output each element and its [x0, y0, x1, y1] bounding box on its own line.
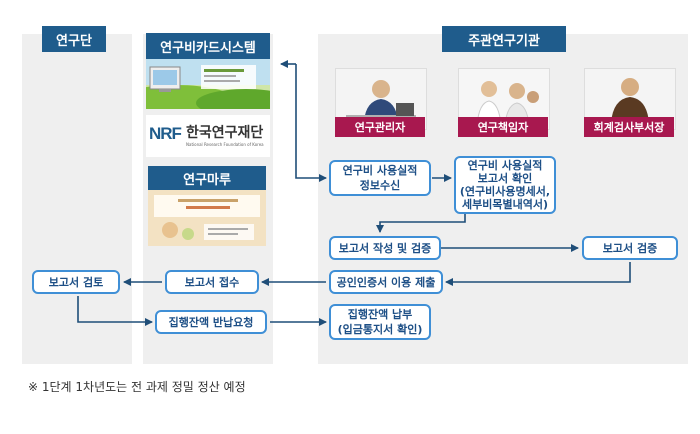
- role-label-researcher: 연구책임자: [458, 117, 548, 137]
- role-photo-manager: [335, 68, 427, 130]
- arrow-review-to-return-request: [77, 296, 153, 326]
- footnote: ※ 1단계 1차년도는 전 과제 정밀 정산 예정: [28, 380, 246, 394]
- box-report-receive: 보고서 접수: [165, 270, 259, 294]
- role-label-audit-head: 회계검사부서장: [584, 117, 674, 137]
- box-balance-payment: 집행잔액 납부 (입금통지서 확인): [329, 304, 431, 340]
- nrf-logo-mark: NRF: [149, 124, 182, 143]
- nrf-english-name: National Research Foundation of Korea: [186, 142, 264, 147]
- nrf-name: 한국연구재단: [186, 125, 264, 141]
- box-report-write-verify: 보고서 작성 및 검증: [329, 236, 441, 260]
- research-maru-header: 연구마루: [148, 166, 266, 190]
- card-system-illustration: [146, 59, 270, 109]
- info-receive-line-1: 연구비 사용실적: [342, 164, 418, 177]
- box-balance-return-request: 집행잔액 반납요청: [155, 310, 267, 334]
- arrow-confirm-to-write: [376, 213, 466, 233]
- research-group-panel: [22, 34, 132, 364]
- payment-line-2: (입금통지서 확인): [337, 323, 423, 336]
- arrow-card-system-to-info-receive: [295, 64, 327, 182]
- role-label-manager: 연구관리자: [335, 117, 425, 137]
- header-host-institution: 주관연구기관: [442, 26, 566, 52]
- report-check-line-2: 보고서 확인: [477, 172, 533, 185]
- report-check-line-3: (연구비사용명세서,: [459, 185, 551, 198]
- research-maru-screenshot: [148, 190, 266, 246]
- info-receive-line-2: 정보수신: [359, 179, 401, 192]
- report-check-line-4: 세부비목별내역서): [461, 198, 548, 211]
- header-card-system: 연구비카드시스템: [146, 33, 270, 59]
- box-report-review: 보고서 검토: [32, 270, 120, 294]
- arrow-verify-to-submit: [445, 262, 631, 286]
- box-cert-submit: 공인인증서 이용 제출: [329, 270, 443, 294]
- payment-line-1: 집행잔액 납부: [347, 308, 413, 321]
- header-research-group: 연구단: [42, 26, 106, 52]
- nrf-logo: NRF 한국연구재단 National Research Foundation …: [146, 115, 270, 157]
- research-maru-illustration: [148, 190, 266, 246]
- report-check-line-1: 연구비 사용실적: [467, 159, 543, 172]
- card-system-photo: [146, 59, 270, 109]
- box-report-verify: 보고서 검증: [582, 236, 678, 260]
